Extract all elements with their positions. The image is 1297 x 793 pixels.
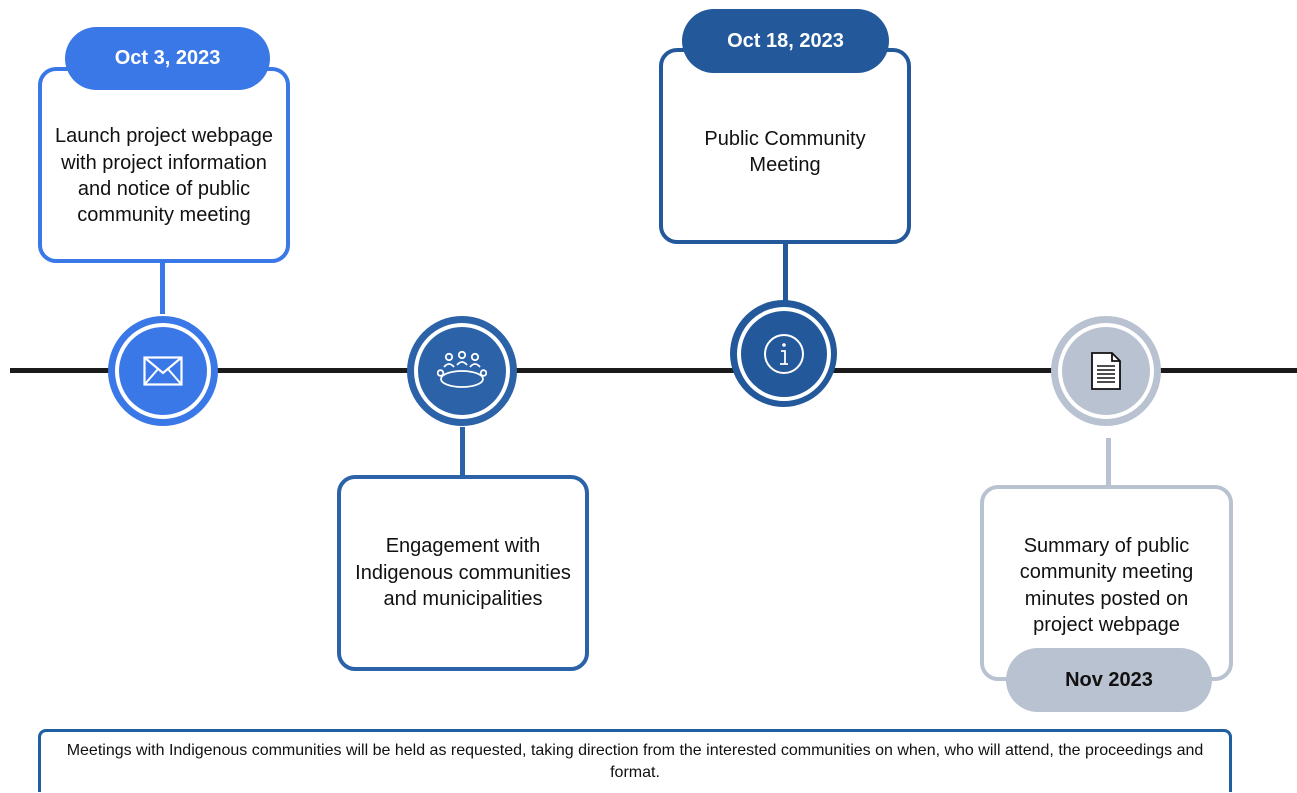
connector-2	[460, 427, 465, 495]
milestone-date-label-1: Oct 3, 2023	[114, 47, 221, 69]
milestone-text-4: Summary of public community meeting minu…	[1019, 535, 1194, 637]
envelope-icon	[143, 356, 183, 386]
milestone-text-3: Public Community Meeting	[704, 128, 866, 177]
meeting-table-icon	[437, 350, 487, 388]
milestone-node-ring-4	[1058, 323, 1154, 419]
milestone-card-1: Launch project webpage with project info…	[38, 67, 290, 263]
milestone-date-label-4: Nov 2023	[1065, 668, 1153, 691]
connector-3	[783, 225, 788, 317]
milestone-node-1	[108, 316, 218, 426]
milestone-card-4: Summary of public community meeting minu…	[980, 485, 1233, 681]
milestone-card-2: Engagement with Indigenous communities a…	[337, 475, 589, 671]
footnote-box: Meetings with Indigenous communities wil…	[38, 729, 1232, 792]
document-icon	[1091, 352, 1121, 390]
milestone-date-label-3: Oct 18, 2023	[727, 29, 844, 52]
milestone-node-2	[407, 316, 517, 426]
milestone-node-ring-3	[736, 306, 831, 401]
milestone-text-2: Engagement with Indigenous communities a…	[355, 535, 571, 611]
milestone-date-4: Nov 2023	[1006, 648, 1212, 712]
milestone-node-3	[730, 300, 837, 407]
milestone-card-3: Public Community Meeting	[659, 48, 911, 244]
connector-4	[1106, 438, 1111, 506]
milestone-date-1: Oct 3, 2023	[65, 27, 270, 90]
connector-1	[160, 262, 165, 314]
timeline-axis	[10, 368, 1297, 373]
footnote-text: Meetings with Indigenous communities wil…	[66, 742, 1204, 781]
milestone-date-3: Oct 18, 2023	[682, 9, 889, 73]
milestone-text-1: Launch project webpage with project info…	[55, 125, 273, 227]
milestone-node-ring-2	[414, 323, 510, 419]
milestone-node-4	[1051, 316, 1161, 426]
milestone-node-ring-1	[115, 323, 211, 419]
info-icon	[763, 333, 804, 374]
